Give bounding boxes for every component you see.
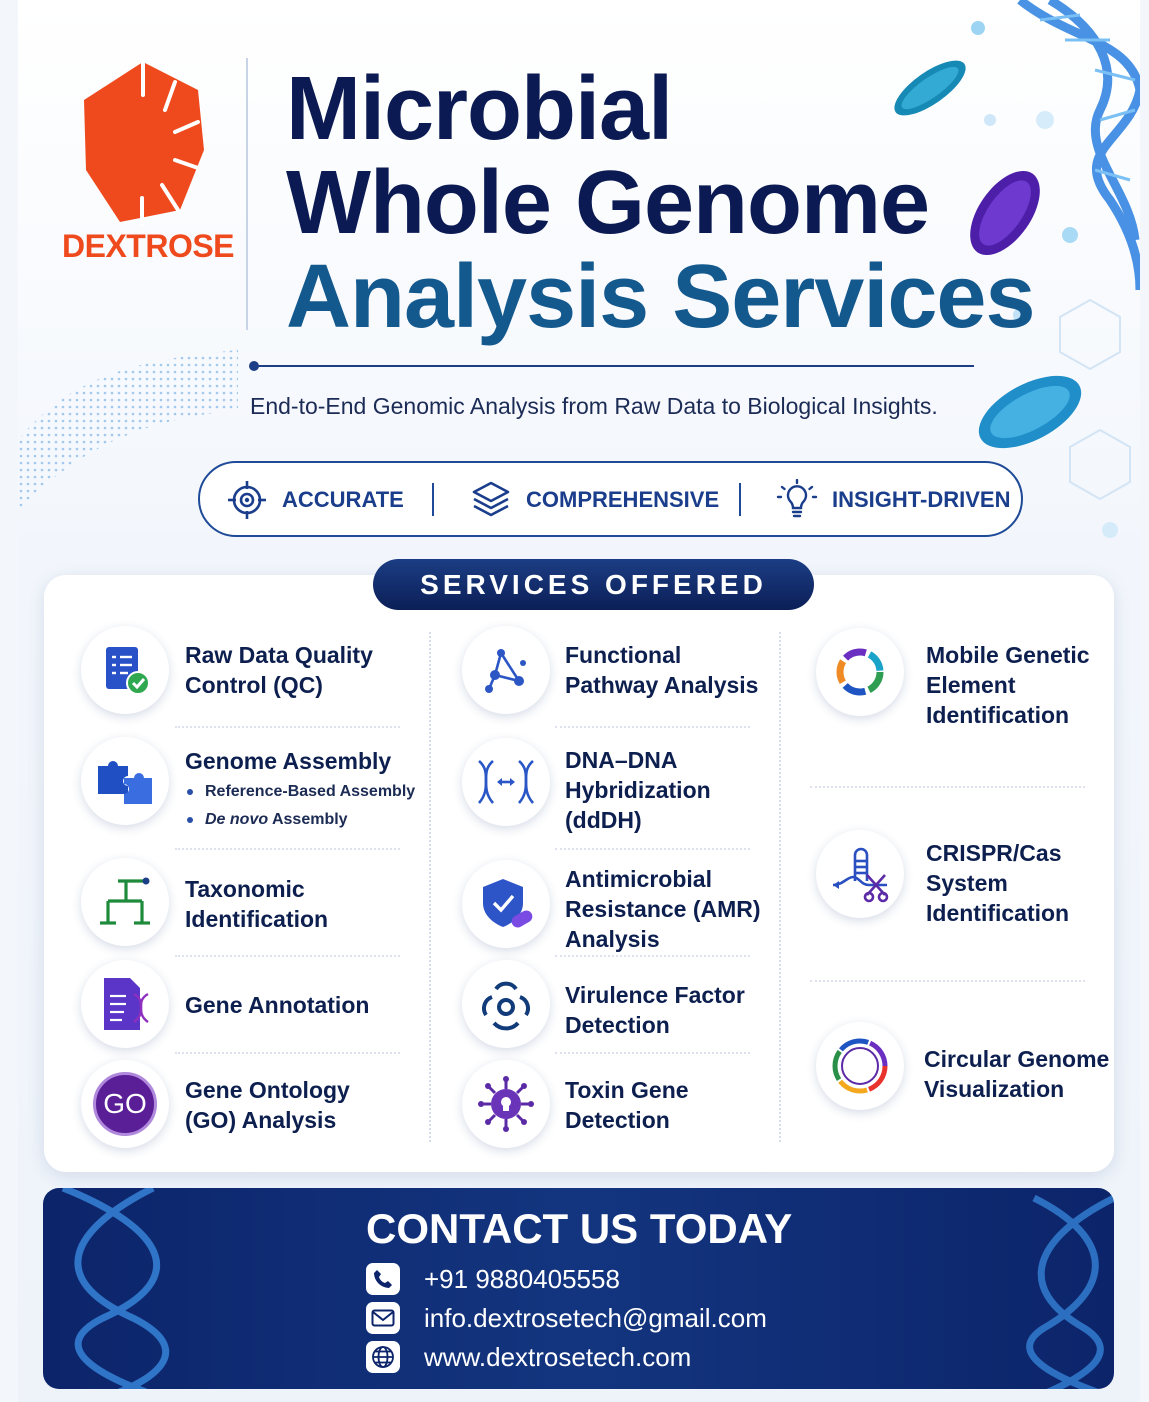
- service-icon-pathway: [462, 626, 550, 714]
- sub-item-de-novo: De novo Assembly: [187, 806, 415, 834]
- service-icon-amr: [462, 860, 550, 948]
- checklist-icon: [106, 647, 150, 695]
- service-icon-annotation: [81, 960, 169, 1048]
- go-badge-icon: GO: [93, 1072, 157, 1136]
- brand-name: DEXTROSE: [61, 228, 235, 264]
- highlight-accurate: ACCURATE: [226, 478, 404, 522]
- service-icon-virulence: [462, 960, 550, 1048]
- service-mobile-genetic-element: Mobile Genetic Element Identification: [926, 642, 1090, 728]
- row-separator: [175, 955, 400, 957]
- ring-segments-icon: [836, 648, 884, 696]
- lightbulb-icon: [776, 479, 818, 518]
- row-separator: [555, 1052, 750, 1054]
- virus-icon: [478, 1076, 534, 1132]
- highlight-comprehensive: COMPREHENSIVE: [470, 478, 719, 522]
- contact-email[interactable]: info.dextrosetech@gmail.com: [424, 1302, 767, 1333]
- title-rule: [254, 365, 974, 367]
- contact-phone-row[interactable]: +91 9880405558: [366, 1263, 620, 1295]
- subtitle: End-to-End Genomic Analysis from Raw Dat…: [250, 393, 938, 419]
- column-separator: [429, 632, 431, 1142]
- title-line-3: Analysis Services: [286, 247, 1036, 347]
- contact-title: CONTACT US TODAY: [366, 1205, 793, 1252]
- row-separator: [175, 848, 400, 850]
- service-functional-pathway: Functional Pathway Analysis: [565, 642, 759, 698]
- row-separator: [555, 848, 750, 850]
- title-line-1: Microbial: [286, 59, 673, 159]
- service-icon-qc: [81, 626, 169, 714]
- service-icon-dddh: [462, 738, 550, 826]
- service-crispr-cas: CRISPR/Cas System Identification: [926, 840, 1070, 926]
- dna-exchange-icon: [477, 760, 535, 804]
- circular-genome-icon: [832, 1038, 888, 1094]
- highlight-separator: [432, 483, 434, 516]
- contact-email-row[interactable]: info.dextrosetech@gmail.com: [366, 1302, 767, 1334]
- email-icon: [366, 1302, 400, 1334]
- highlights-pill: [198, 461, 1023, 537]
- service-virulence-factor: Virulence Factor Detection: [565, 982, 745, 1038]
- layers-icon: [472, 481, 510, 517]
- shield-pill-icon: [483, 879, 533, 928]
- contact-banner: [43, 1188, 1114, 1389]
- service-icon-crispr: [816, 830, 904, 918]
- dna-banner-decoration-left: [61, 1188, 170, 1389]
- header-divider: [246, 58, 248, 330]
- services-card: [44, 575, 1114, 1172]
- highlight-label: INSIGHT-DRIVEN: [832, 487, 1011, 512]
- sub-item-reference-based: Reference-Based Assembly: [187, 778, 415, 806]
- network-icon: [485, 649, 526, 693]
- biohazard-icon: [482, 981, 530, 1031]
- highlight-label: COMPREHENSIVE: [526, 487, 720, 512]
- service-taxonomic-identification: Taxonomic Identification: [185, 876, 329, 932]
- row-separator: [810, 980, 1085, 982]
- title-line-2: Whole Genome: [286, 153, 930, 253]
- row-separator: [555, 955, 750, 957]
- row-separator: [175, 726, 400, 728]
- service-icon-taxonomic: [81, 858, 169, 946]
- service-icon-toxin: [462, 1060, 550, 1148]
- services-heading: SERVICES OFFERED: [373, 559, 814, 610]
- document-dna-icon: [104, 978, 149, 1030]
- target-icon: [228, 481, 266, 519]
- dna-banner-decoration-right: [1026, 1194, 1114, 1389]
- service-dna-hybridization: DNA–DNA Hybridization (ddDH): [565, 747, 711, 833]
- contact-website-row[interactable]: www.dextrosetech.com: [366, 1341, 691, 1373]
- puzzle-icon: [98, 761, 152, 804]
- service-icon-go: GO: [81, 1060, 169, 1148]
- contact-website[interactable]: www.dextrosetech.com: [424, 1341, 692, 1372]
- crispr-scissors-icon: [832, 847, 889, 903]
- highlight-insight-driven: INSIGHT-DRIVEN: [776, 478, 1010, 522]
- row-separator: [555, 726, 750, 728]
- service-icon-circular-genome: [816, 1022, 904, 1110]
- service-raw-data-qc: Raw Data Quality Control (QC): [185, 642, 373, 698]
- dextrose-logo-icon: [84, 60, 204, 226]
- row-separator: [175, 1052, 400, 1054]
- column-separator: [779, 632, 781, 1142]
- highlight-label: ACCURATE: [282, 487, 404, 512]
- service-genome-assembly: Genome Assembly Reference-Based Assembly…: [185, 746, 415, 834]
- service-icon-assembly: [81, 737, 169, 825]
- row-separator: [810, 786, 1085, 788]
- service-gene-annotation: Gene Annotation: [185, 992, 370, 1018]
- service-gene-ontology: Gene Ontology (GO) Analysis: [185, 1077, 350, 1133]
- service-toxin-gene: Toxin Gene Detection: [565, 1077, 689, 1133]
- hierarchy-tree-icon: [100, 877, 150, 925]
- globe-icon: [366, 1341, 400, 1373]
- highlight-separator: [739, 483, 741, 516]
- assembly-sub-list: Reference-Based Assembly De novo Assembl…: [185, 778, 415, 834]
- phone-icon: [366, 1263, 400, 1295]
- service-circular-genome: Circular Genome Visualization: [924, 1046, 1110, 1102]
- service-antimicrobial-resistance: Antimicrobial Resistance (AMR) Analysis: [565, 866, 761, 952]
- service-icon-mobile-element: [816, 628, 904, 716]
- contact-phone[interactable]: +91 9880405558: [424, 1263, 620, 1294]
